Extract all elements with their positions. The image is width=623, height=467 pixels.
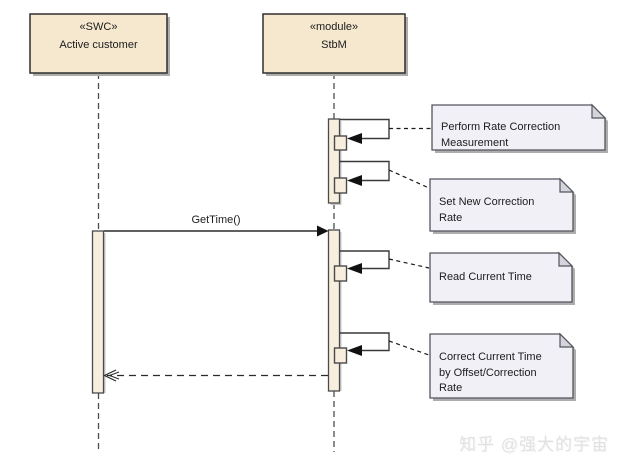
self-message-4-line <box>340 332 390 352</box>
arrowhead-icon <box>347 345 362 356</box>
note-body <box>429 178 574 232</box>
note-2 <box>429 177 576 234</box>
head-box <box>29 13 168 74</box>
arrowhead-icon <box>347 263 362 274</box>
nested-activation-2 <box>333 177 348 194</box>
self-messages <box>340 118 390 352</box>
note-text-read-current-time: Read Current Time <box>439 271 532 283</box>
arrowhead-icon <box>347 133 362 144</box>
open-arrowhead-icon <box>103 369 117 382</box>
message-gettime <box>104 225 329 237</box>
lifeline-stereotype-stbm: «module» <box>309 21 359 33</box>
note-body <box>429 252 573 303</box>
note-connector-4 <box>388 340 430 356</box>
note-fold-icon <box>591 103 607 119</box>
activation-stbm-1 <box>327 118 341 204</box>
message-return <box>103 369 328 382</box>
note-text-perform-rate-correction: Perform Rate Correction Measurement <box>441 121 561 149</box>
note-fold-icon <box>559 177 575 193</box>
note-connector-3 <box>388 258 430 269</box>
arrowhead-icon <box>347 175 362 186</box>
self-message-arrowheads <box>347 133 362 356</box>
note-fold-icon <box>558 251 574 267</box>
message-label-gettime: GetTime() <box>191 214 241 226</box>
lifeline-dashes <box>97 73 335 452</box>
lifeline-head-stbm <box>262 13 408 76</box>
lifeline-stereotype-active-customer: «SWC» <box>79 21 118 33</box>
note-1 <box>431 103 608 153</box>
nested-activation-4 <box>333 347 348 364</box>
nested-activations <box>333 135 348 364</box>
activation-bars <box>91 118 342 394</box>
note-fold-icon <box>559 332 575 348</box>
note-connectors <box>388 127 431 356</box>
activation-stbm-2 <box>327 229 341 392</box>
activation-active-customer <box>91 230 105 394</box>
lifeline-head-active-customer <box>29 13 170 76</box>
zhihu-watermark: 知乎 @强大的宇宙 <box>459 435 609 454</box>
open-arrowhead-icon <box>108 371 120 380</box>
arrowhead-icon <box>317 225 329 237</box>
head-box <box>262 13 406 74</box>
note-connector-2 <box>388 169 430 189</box>
note-body <box>431 104 606 151</box>
nested-activation-1 <box>333 135 348 151</box>
self-message-2-line <box>340 160 390 182</box>
note-text-set-new-correction-rate: Set New Correction Rate <box>439 196 535 224</box>
note-text-correct-current-time: Correct Current Time by Offset/Correctio… <box>439 351 542 394</box>
self-message-1-line <box>340 118 390 140</box>
note-body <box>429 333 574 399</box>
self-message-3-line <box>340 250 390 270</box>
lifeline-name-stbm: StbM <box>321 39 347 51</box>
note-3 <box>429 251 575 305</box>
nested-activation-3 <box>333 265 348 282</box>
note-4 <box>429 332 576 401</box>
lifeline-name-active-customer: Active customer <box>59 39 138 51</box>
